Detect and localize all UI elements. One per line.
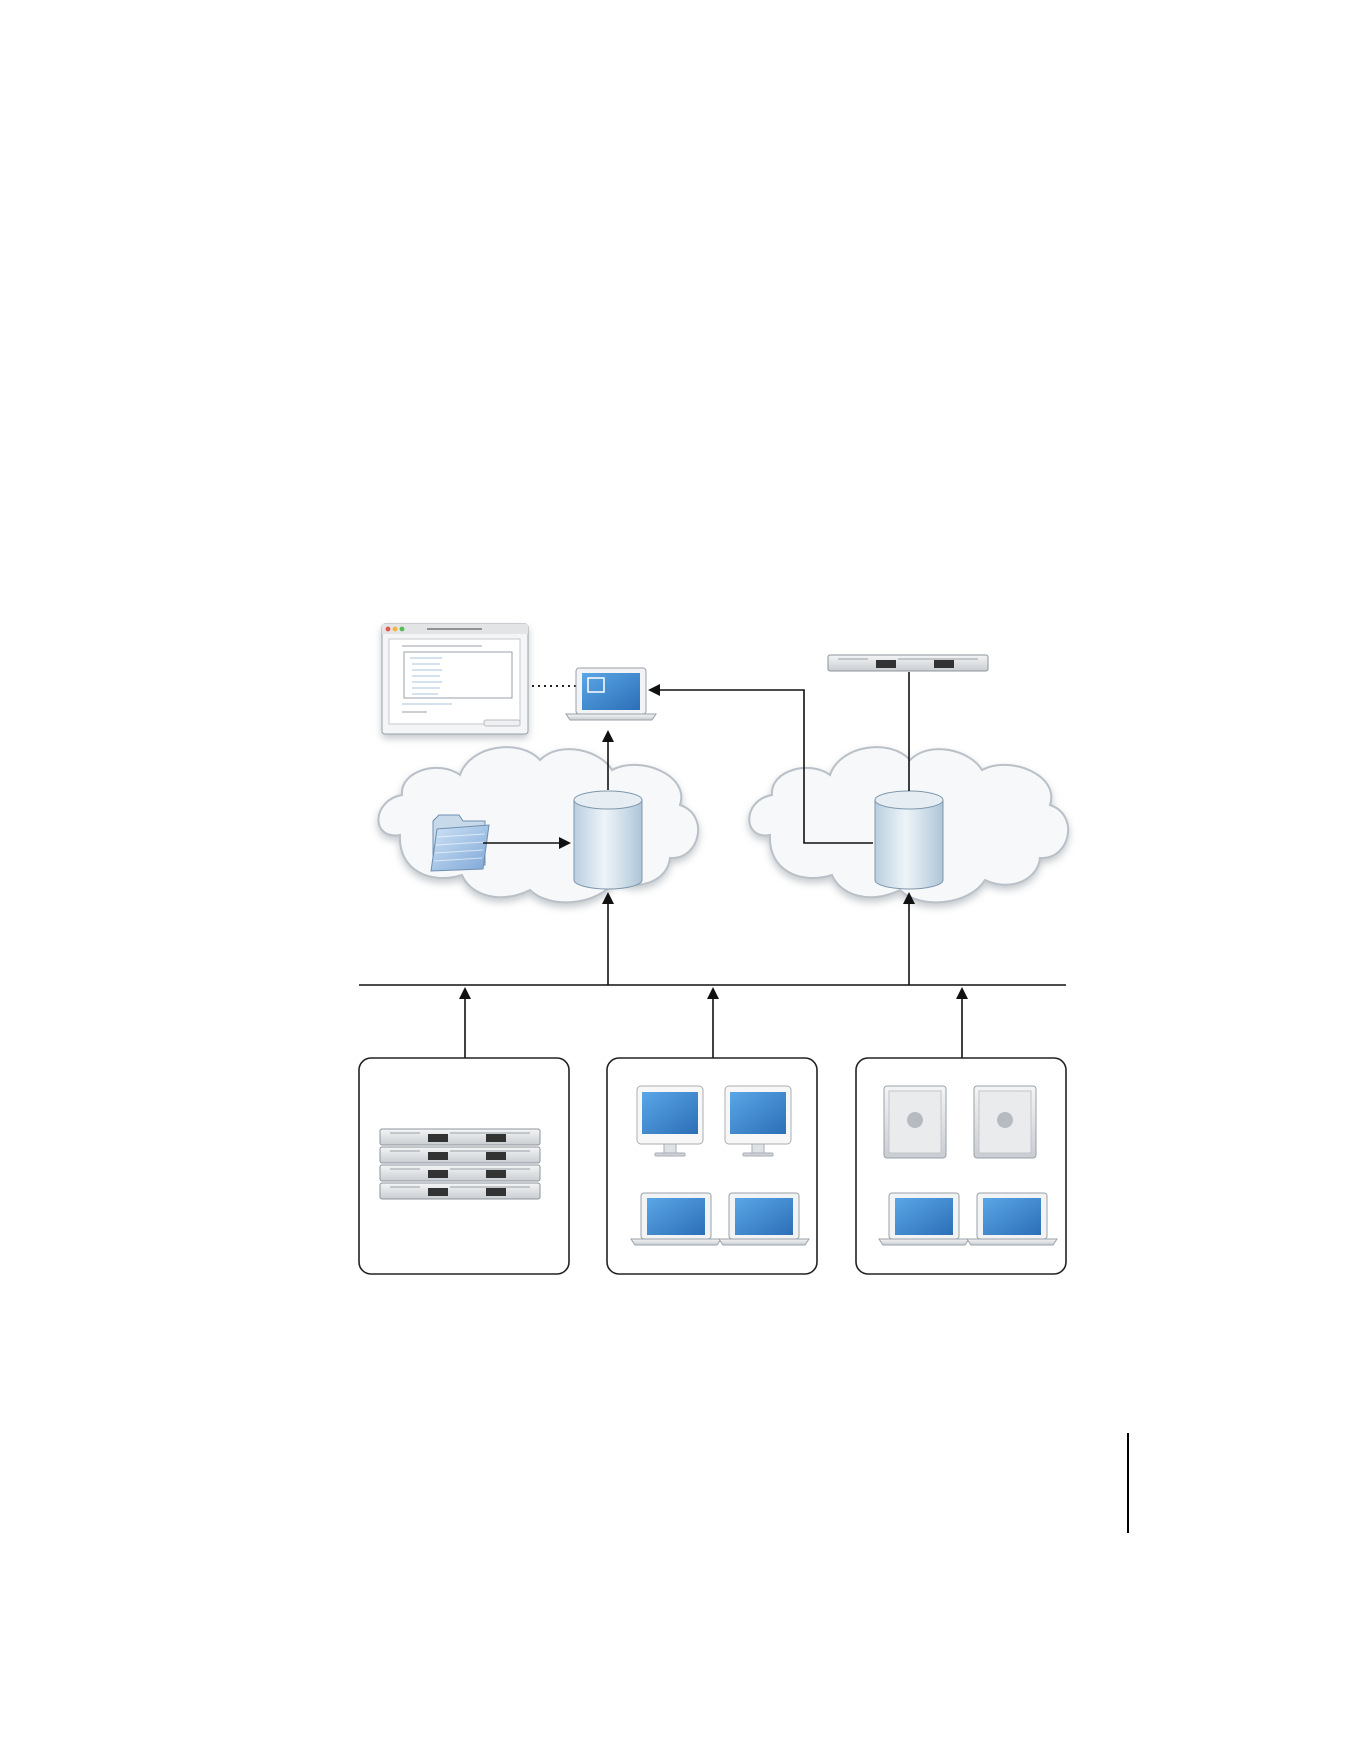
macbook-icon [878,1192,970,1246]
mac-pro-icon [973,1085,1037,1159]
cloud-icon [377,746,699,904]
macbook-icon [718,1192,810,1246]
mac-pro-icon [883,1085,947,1159]
database-cylinder-icon [573,790,643,890]
database-cylinder-icon [874,790,944,890]
macbook-icon [966,1192,1058,1246]
xserve-icon [827,654,989,672]
folder-icon [430,814,490,872]
connector-lines [459,672,968,1058]
application-window-icon [381,623,529,735]
macbook-icon [565,667,657,721]
macbook-icon [630,1192,722,1246]
page-margin-rule [1127,1433,1129,1533]
